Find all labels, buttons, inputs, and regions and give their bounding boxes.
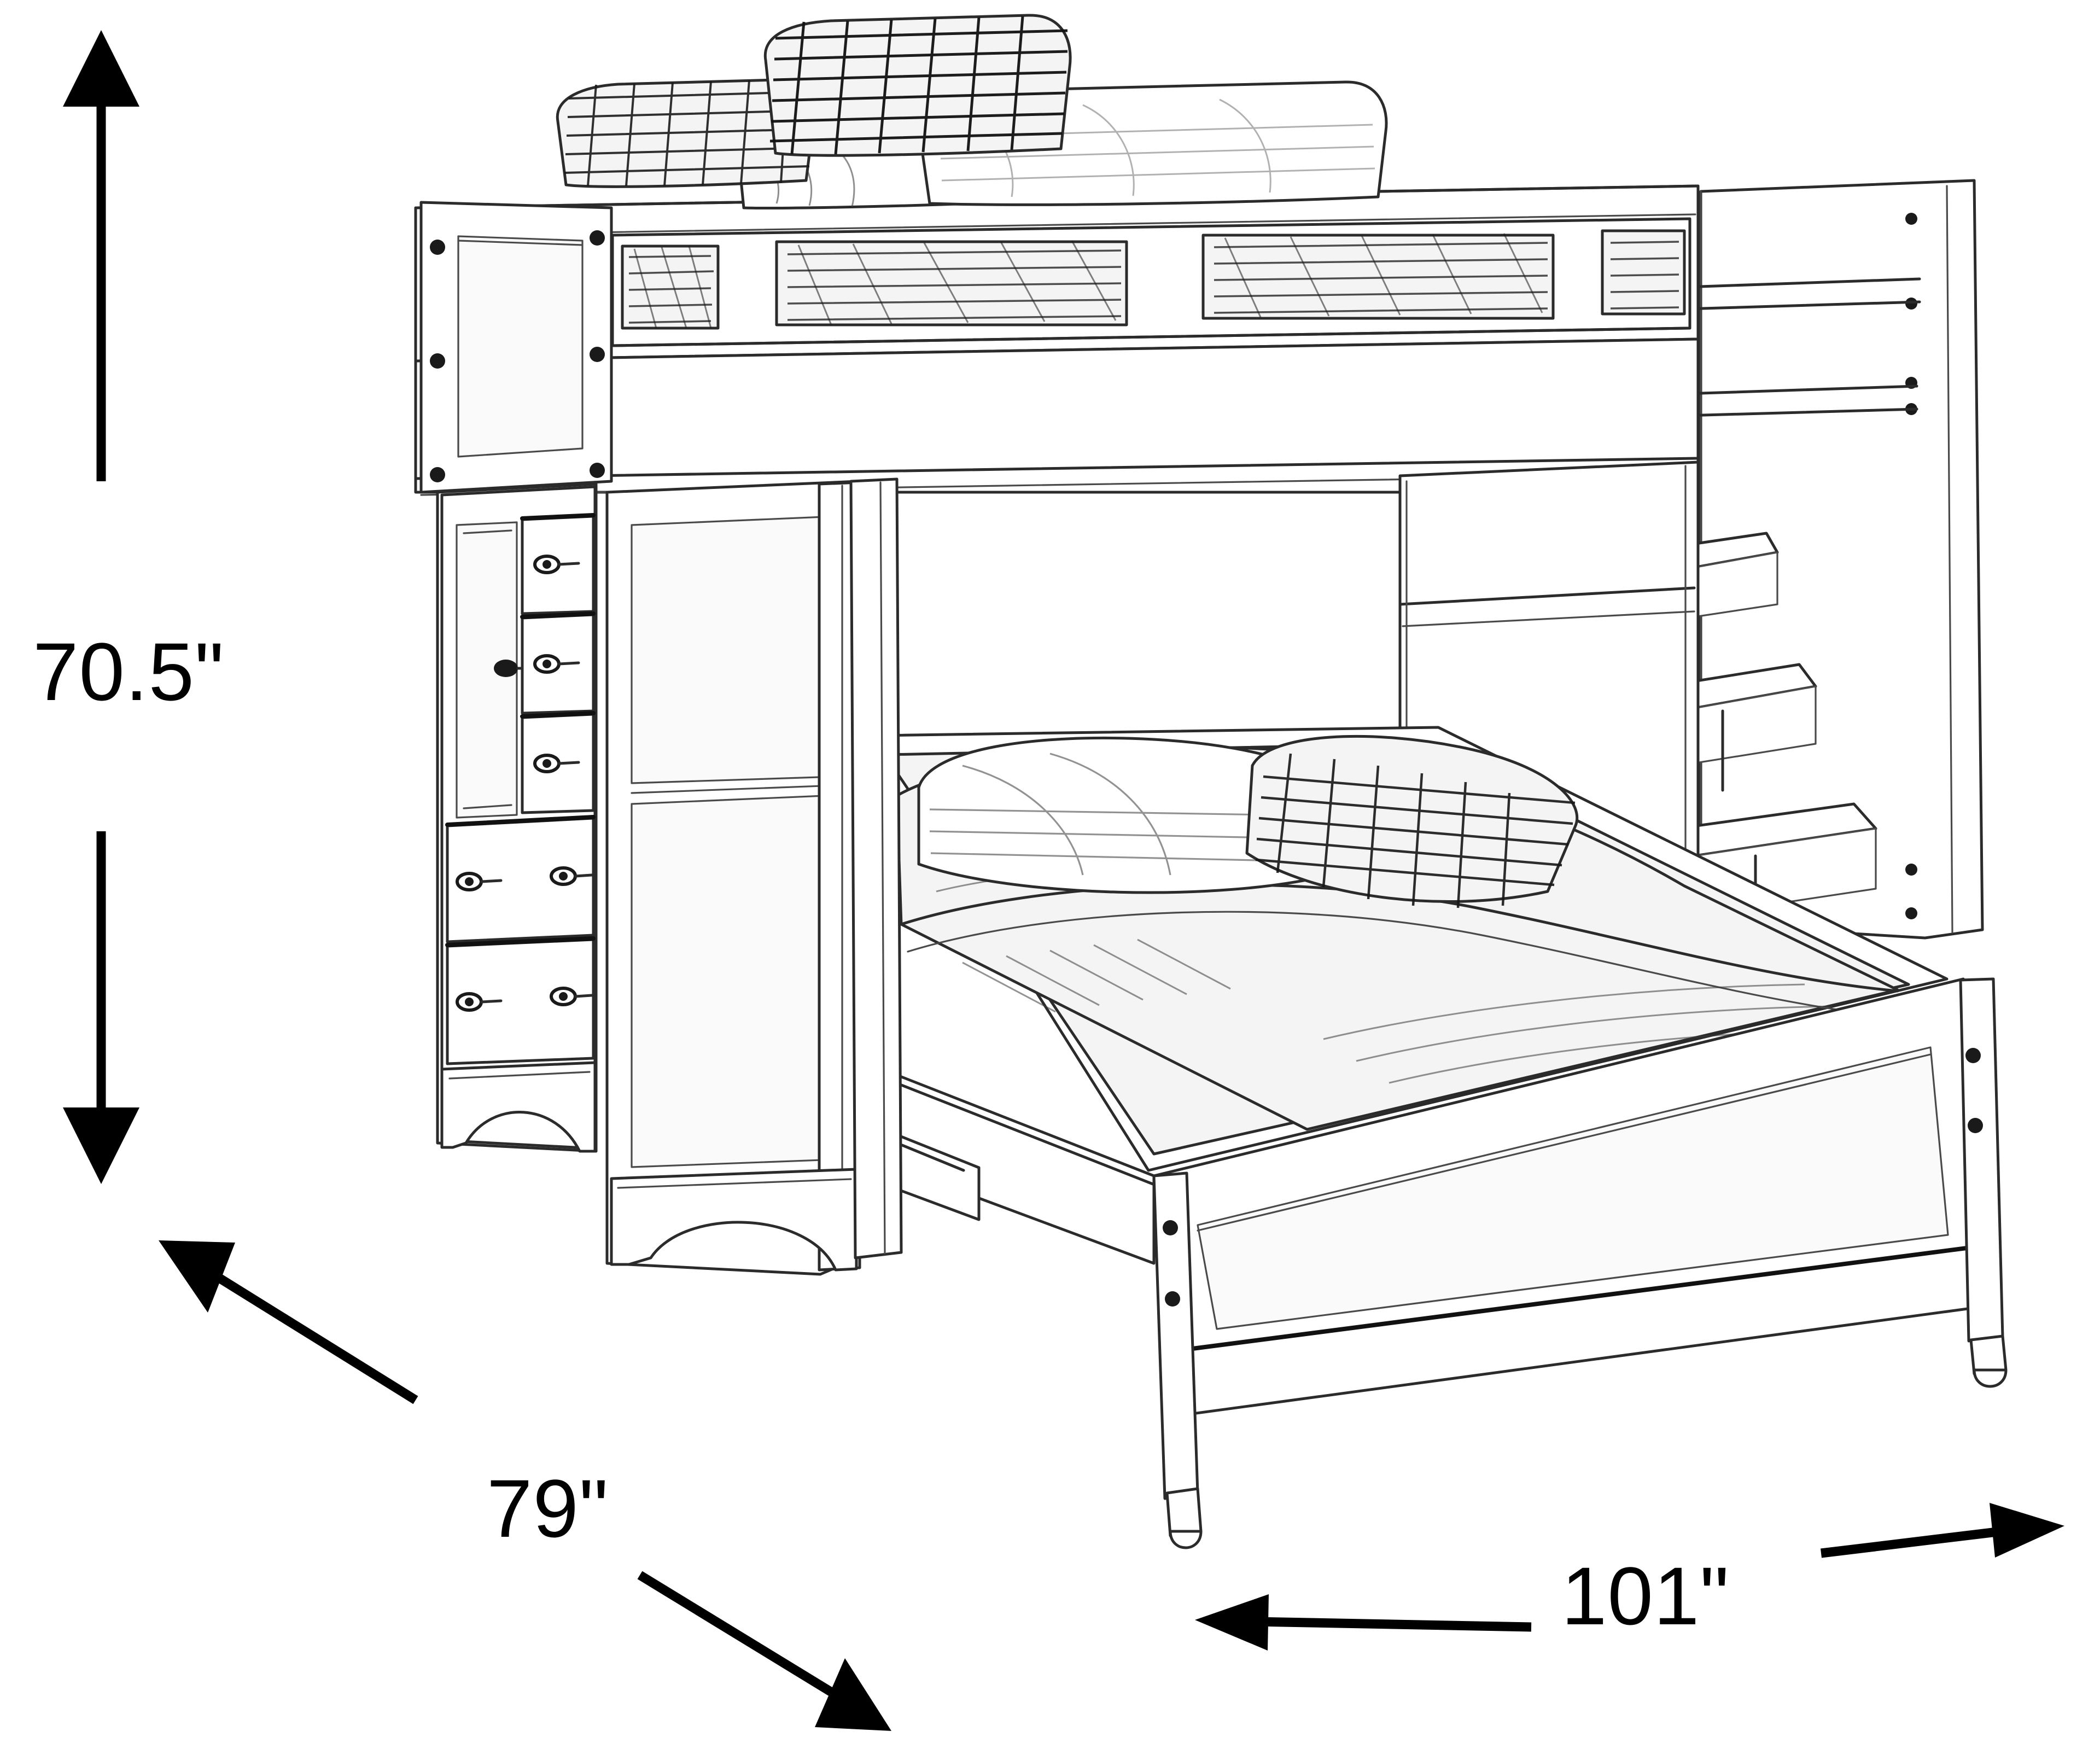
loft-headboard-panel (419, 201, 613, 494)
bolt (430, 353, 445, 369)
width-arrow-shaft-left (1252, 1617, 1532, 1632)
width-arrow-shaft-right (1820, 1526, 2003, 1558)
depth-arrow-shaft-upper (211, 1270, 418, 1404)
depth-arrow-head-upper-left (159, 1240, 235, 1313)
dimension-width: 101" (1195, 1503, 2064, 1651)
lower-twin-bed (873, 726, 1949, 1265)
bolt (590, 463, 605, 478)
height-dimension-label: 70.5" (33, 626, 224, 718)
loft-bed-illustration (414, 14, 2008, 1549)
loft-support-side-panel (605, 480, 861, 1276)
depth-arrow-head-lower-right (815, 1658, 891, 1731)
top-loft-bunk (414, 184, 1700, 496)
bolt (1905, 298, 1917, 310)
dimension-depth: 79" (159, 1240, 891, 1731)
pillow-pattern-dark (769, 16, 1068, 155)
bolt (430, 467, 445, 482)
bolt (1905, 907, 1917, 919)
left-dresser-chest (436, 482, 598, 1153)
depth-arrow-shaft-lower (637, 1571, 839, 1700)
bolt (1965, 1048, 1981, 1063)
height-arrow-head-up (63, 30, 139, 107)
width-arrow-head-left (1195, 1594, 1269, 1651)
depth-dimension-label: 79" (487, 1462, 609, 1554)
height-arrow-head-down (63, 1107, 139, 1184)
rail-opening-texture (628, 233, 1679, 329)
loft-center-post (849, 477, 903, 1260)
lower-bed-pillows (917, 734, 1579, 908)
door-knob (494, 660, 518, 677)
width-arrow-head-right (1990, 1503, 2064, 1558)
pillow-pattern (564, 79, 813, 186)
bolt (1968, 1118, 1983, 1133)
bolt (590, 230, 605, 246)
caster (1973, 1368, 2008, 1388)
dimension-height: 70.5" (33, 30, 224, 1184)
bolt (1163, 1220, 1178, 1235)
dresser-drawers (445, 513, 596, 1065)
bolt (1165, 1291, 1180, 1307)
bolt (590, 347, 605, 362)
caster (1169, 1530, 1203, 1549)
bolt (1905, 213, 1917, 225)
bolt (1905, 864, 1917, 876)
width-dimension-label: 101" (1561, 1550, 1730, 1642)
lower-bed-footboard (1152, 977, 2008, 1549)
bolt (430, 240, 445, 255)
top-bunk-pillows (556, 14, 1388, 210)
